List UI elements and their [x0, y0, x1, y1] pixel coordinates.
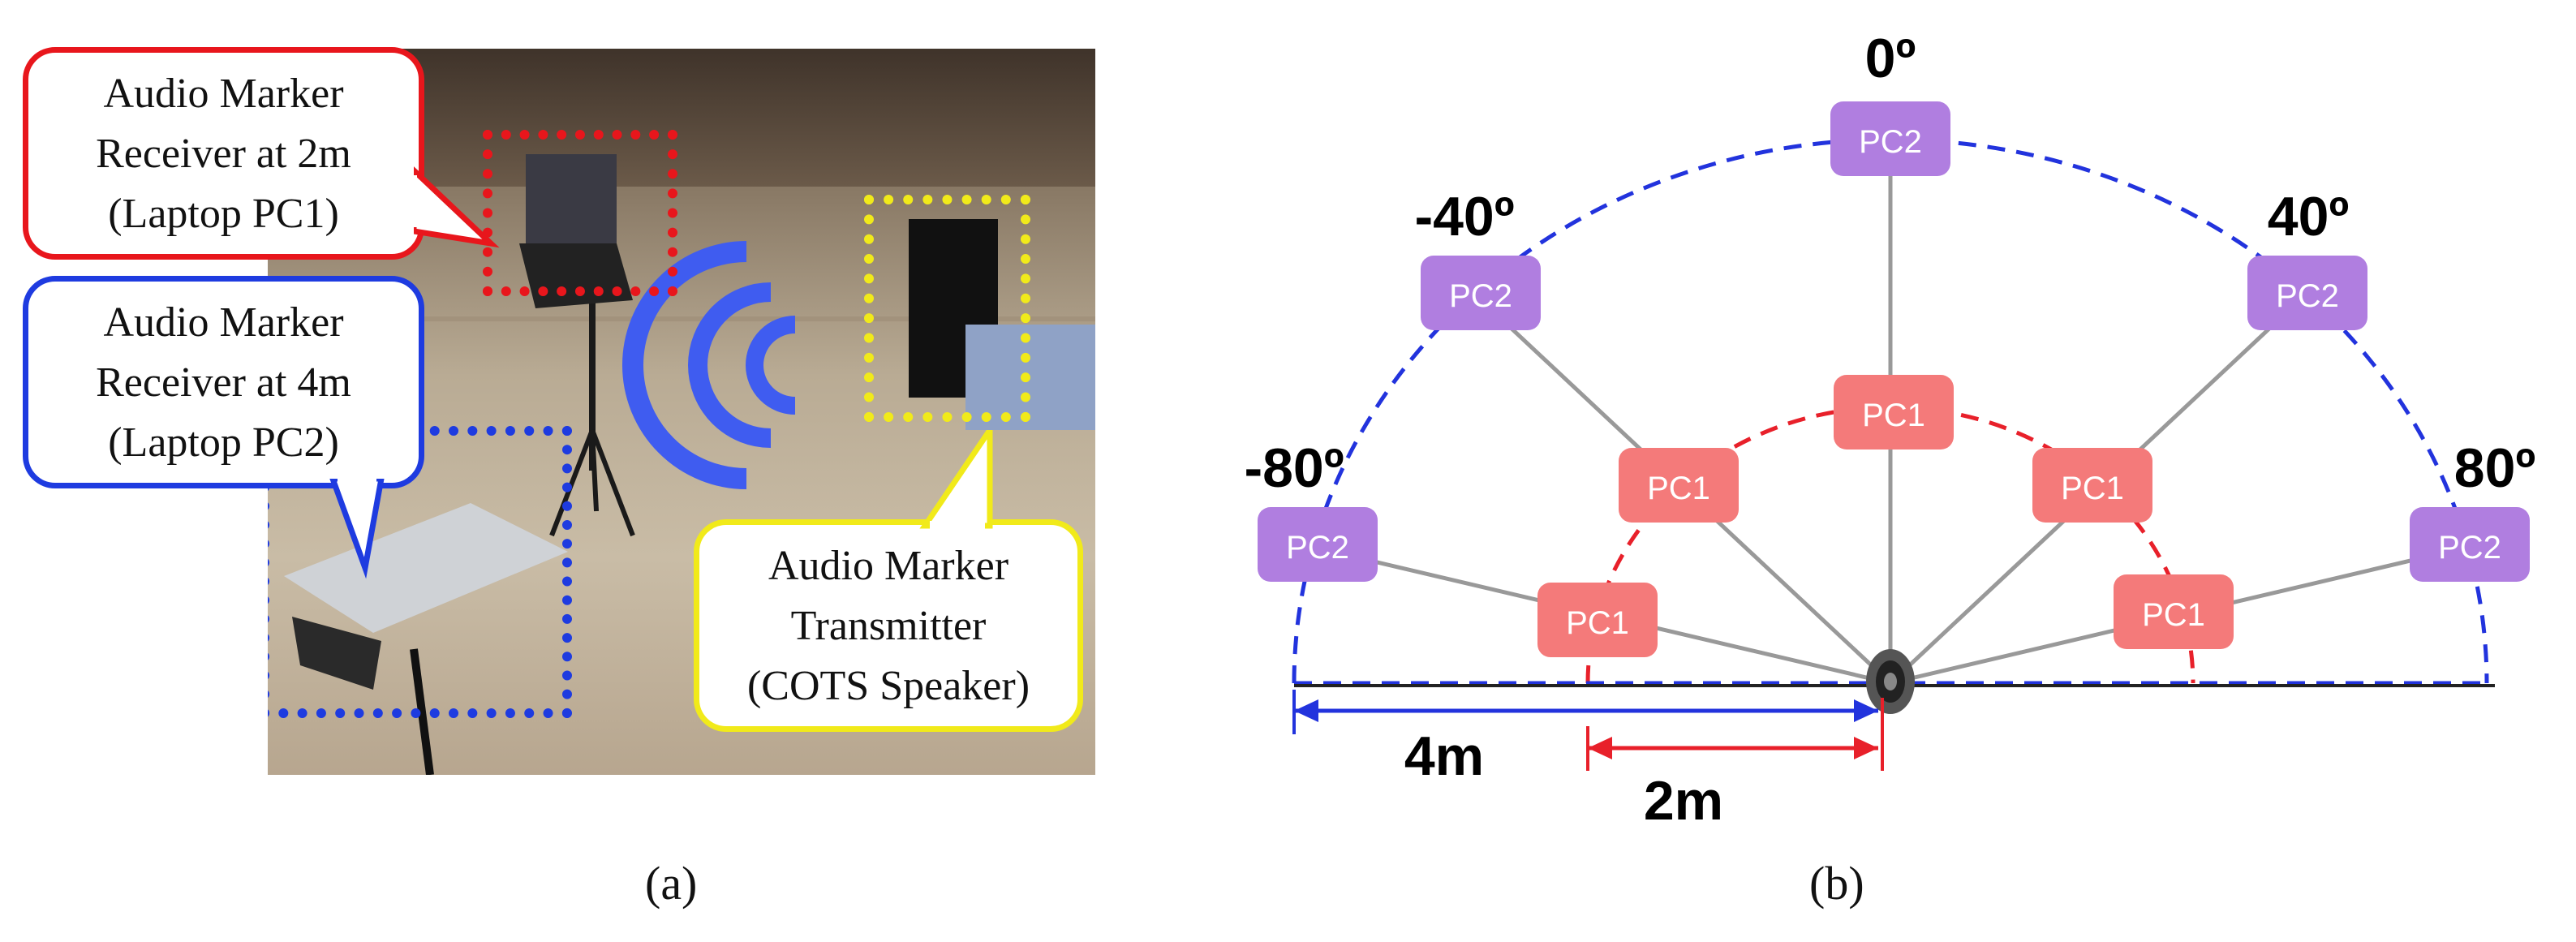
callout-pc1-pointer: [414, 166, 500, 248]
distance-4m-label: 4m: [1404, 725, 1484, 787]
pc2-box-minus40: [1421, 256, 1541, 330]
pc2-box-minus80: [1258, 507, 1378, 582]
pc1-label: PC1: [1862, 398, 1925, 433]
photo-scene: [284, 154, 1095, 775]
pc1-box-40: [2032, 448, 2152, 523]
callout-pc2: Audio Marker Receiver at 4m (Laptop PC2): [23, 276, 424, 488]
pc2-label: PC2: [1286, 530, 1349, 566]
outer-arc: [1292, 137, 2489, 684]
callout-pc2-pointer: [329, 479, 385, 579]
pc1-box-0: [1834, 375, 1954, 449]
pc1-label: PC1: [2142, 597, 2205, 633]
angle-label-minus80: -80º: [1244, 437, 1344, 499]
speaker-icon: [1866, 649, 1915, 714]
callout-tx-line: Audio Marker: [768, 543, 1009, 589]
callout-pc1: Audio Marker Receiver at 2m (Laptop PC1): [23, 47, 424, 260]
callout-pc2-line: (Laptop PC2): [108, 419, 339, 466]
pc2-box-80: [2410, 507, 2530, 582]
floor-edge: [268, 316, 1095, 321]
tripod-leg: [590, 429, 599, 512]
pc1-label: PC1: [1566, 605, 1629, 641]
angle-diagram: PC1 PC1 PC1 PC1 PC1 PC2 PC2 PC2 PC2 PC2 …: [1244, 28, 2535, 832]
callout-pc1-line: Audio Marker: [103, 71, 344, 117]
pc1-box-80: [2114, 574, 2234, 649]
pc2-box-40: [2247, 256, 2367, 330]
pc2-box-0: [1830, 101, 1950, 176]
sound-wave-outer: [622, 241, 747, 489]
angle-label-minus40: -40º: [1414, 186, 1514, 247]
pc2-label: PC2: [1449, 278, 1512, 314]
laptop-pc2: [284, 503, 568, 633]
pc2-markers: PC2 PC2 PC2 PC2 PC2: [1258, 101, 2530, 582]
callout-pc2-line: Audio Marker: [103, 299, 344, 346]
angle-label-80: 80º: [2454, 437, 2535, 499]
pc1-label: PC1: [1647, 471, 1710, 506]
pc2-label: PC2: [2276, 278, 2339, 314]
pc2-label: PC2: [2438, 530, 2501, 566]
callout-tx-line: Transmitter: [790, 603, 987, 649]
distance-2m-label: 2m: [1644, 770, 1723, 832]
callout-pc2-line: Receiver at 4m: [96, 359, 351, 406]
sound-wave-inner: [746, 316, 796, 415]
tripod-leg: [590, 428, 635, 537]
setup-photo: [268, 49, 1095, 775]
laptop-pc2-stand: [292, 617, 381, 690]
distance-2m-arrow: [1586, 698, 1884, 771]
pc1-label: PC1: [2061, 471, 2124, 506]
angle-label-40: 40º: [2268, 186, 2349, 247]
callout-tx-line: (COTS Speaker): [746, 663, 1030, 709]
caption-b: (b): [1809, 857, 1864, 910]
callout-pc1-line: Receiver at 2m: [96, 131, 351, 177]
callout-transmitter: Audio Marker Transmitter (COTS Speaker): [694, 519, 1083, 732]
pc1-markers: PC1 PC1 PC1 PC1 PC1: [1537, 375, 2234, 657]
pc1-box-minus80: [1537, 583, 1658, 657]
pc2-label: PC2: [1859, 124, 1922, 160]
distance-4m-arrow: [1292, 690, 1878, 734]
sound-wave-middle: [688, 282, 772, 448]
pc1-box-minus40: [1619, 448, 1739, 523]
caption-a: (a): [645, 857, 698, 910]
callout-pc1-line: (Laptop PC1): [108, 191, 339, 237]
speaker-highlight-box: [864, 195, 1030, 422]
tripod-leg: [549, 428, 595, 537]
laptop-pc1-screen: [526, 154, 617, 243]
callout-tx-pointer: [919, 430, 993, 532]
angle-label-0: 0º: [1865, 28, 1916, 89]
pc1-highlight-box: [483, 130, 677, 296]
